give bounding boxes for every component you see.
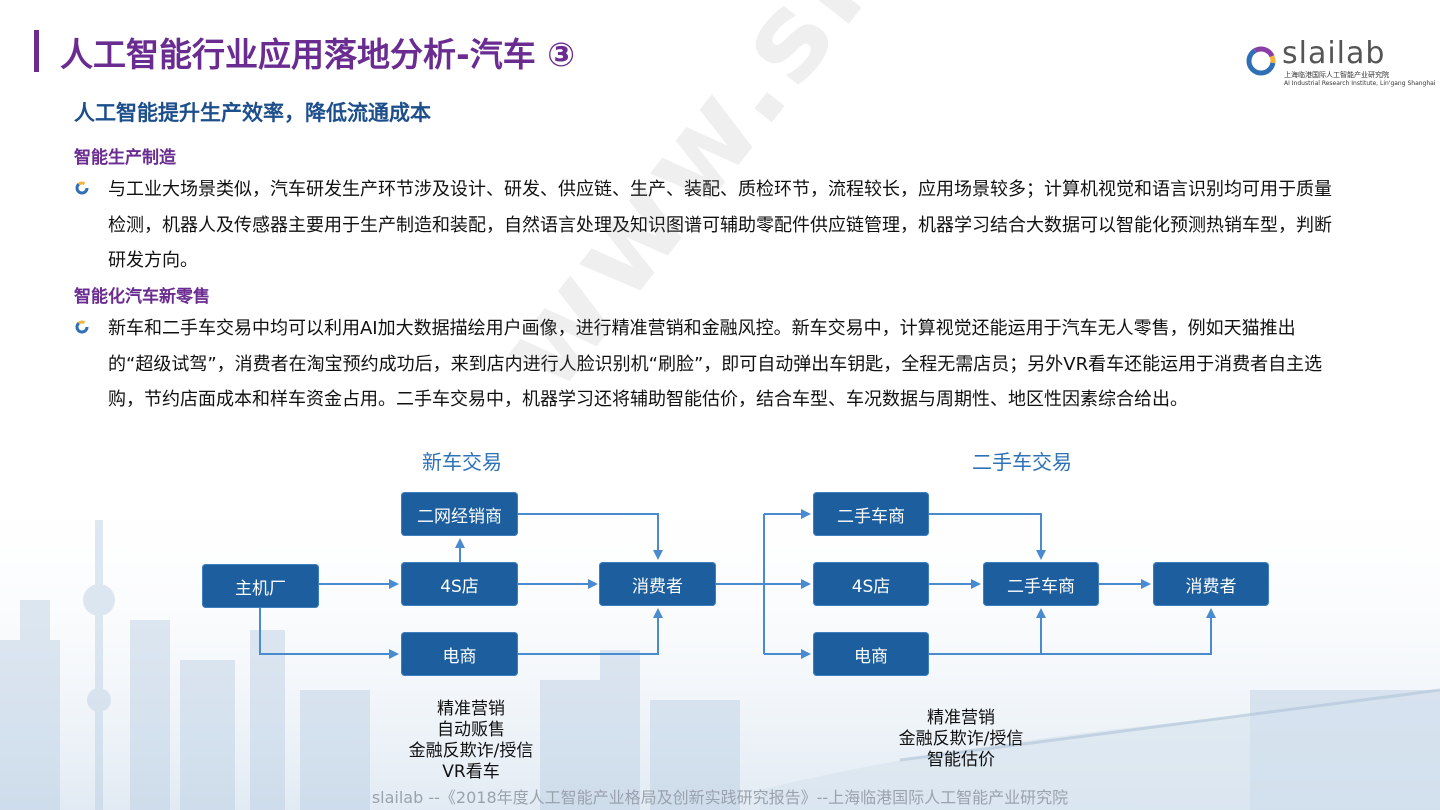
bullet-icon [75,181,89,195]
logo-wordmark: slailab [1282,36,1386,71]
bullet-icon [75,320,89,334]
subtitle: 人工智能提升生产效率，降低流通成本 [74,101,431,125]
used-car-title: 二手车交易 [972,450,1072,474]
new-car-features: 精准营销 自动贩售 金融反欺诈/授信 VR看车 [400,699,542,783]
paragraph-retail: 新车和二手车交易中均可以利用AI加大数据描绘用户画像，进行精准营销和金融风控。新… [108,318,1323,410]
node-used-car-dealer-mid: 二手车商 [983,562,1099,606]
title-accent-bar [34,30,39,72]
section-heading-production: 智能生产制造 [74,148,176,168]
used-car-features: 精准营销 金融反欺诈/授信 智能估价 [890,708,1032,771]
node-used-car-dealer: 二手车商 [813,492,929,536]
new-car-title: 新车交易 [422,450,502,474]
footer-citation: slailab --《2018年度人工智能产业格局及创新实践研究报告》--上海临… [371,788,1069,807]
paragraph-production: 与工业大场景类似，汽车研发生产环节涉及设计、研发、供应链、生产、装配、质检环节，… [108,179,1332,271]
node-used-ecommerce: 电商 [813,632,929,676]
node-4s-store: 4S店 [401,562,518,606]
feature-item: VR看车 [442,762,500,782]
feature-item: 自动贩售 [437,720,505,740]
page-title: 人工智能行业应用落地分析-汽车 ③ [60,35,576,74]
logo-en-caption: AI Industrial Research Institute, Lin'ga… [1284,80,1436,87]
node-consumer: 消费者 [599,562,716,606]
feature-item: 智能估价 [927,750,995,770]
slailab-logo: slailab 上海临港国际人工智能产业研究院 AI Industrial Re… [1244,36,1436,92]
logo-cn-caption: 上海临港国际人工智能产业研究院 [1284,71,1389,79]
node-secondary-dealer: 二网经销商 [401,492,518,536]
feature-item: 精准营销 [437,699,505,719]
logo-ring-icon [1246,46,1276,76]
node-used-4s-store: 4S店 [813,562,929,606]
node-oem: 主机厂 [202,564,319,608]
section-heading-retail: 智能化汽车新零售 [74,287,210,307]
feature-item: 金融反欺诈/授信 [408,741,534,761]
node-ecommerce: 电商 [401,632,518,676]
node-used-consumer: 消费者 [1153,562,1269,606]
feature-item: 金融反欺诈/授信 [898,729,1024,749]
feature-item: 精准营销 [927,708,995,728]
